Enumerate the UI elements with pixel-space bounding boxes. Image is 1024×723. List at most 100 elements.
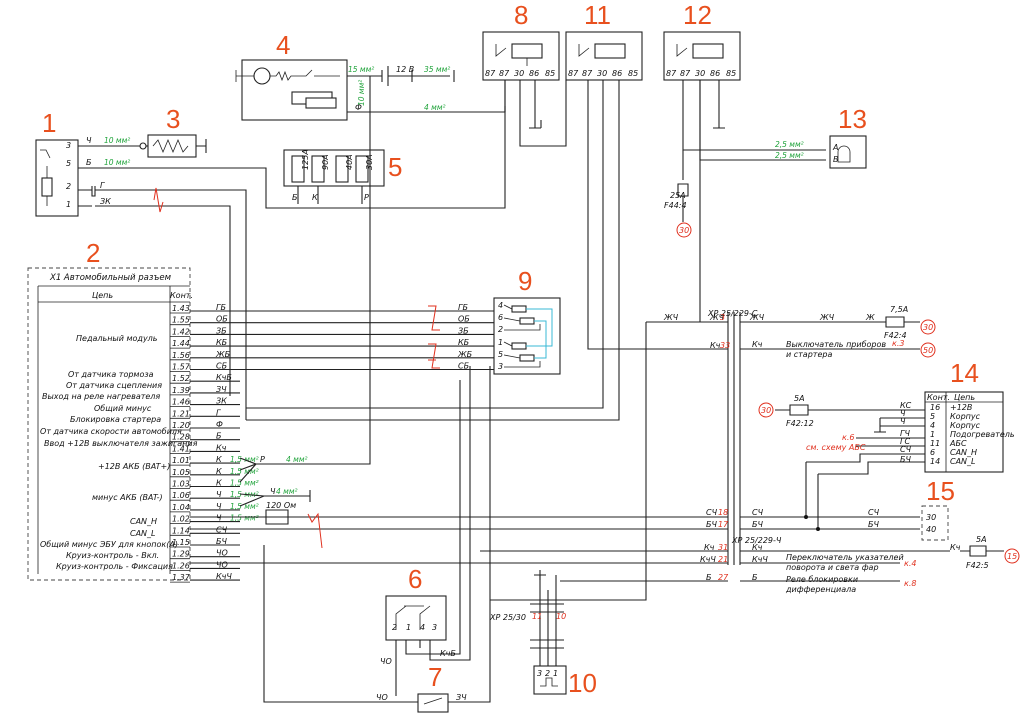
svg-text:2: 2: [392, 623, 397, 632]
svg-text:ХР 25/229-Ч: ХР 25/229-Ч: [731, 536, 782, 545]
component-number-12: 12: [683, 0, 712, 30]
component-number-2: 2: [86, 238, 100, 268]
svg-text:поворота и света фар: поворота и света фар: [786, 563, 879, 572]
component-13-socket: АВ: [829, 135, 867, 169]
component-9-pedal: 462 153: [493, 297, 561, 375]
table14-circuit: +12В: [950, 403, 972, 412]
table14-contact: 6: [930, 448, 935, 457]
svg-text:КчЧ: КчЧ: [700, 555, 716, 564]
table14-circuit: CAN_H: [950, 448, 977, 457]
svg-text:87: 87: [680, 69, 691, 78]
connector-contact: 1.20: [172, 421, 190, 430]
svg-text:От датчика тормоза: От датчика тормоза: [68, 370, 154, 379]
svg-text:Б: Б: [292, 193, 298, 202]
wire-color-label: К: [216, 467, 222, 476]
pedal-wire-label: ОБ: [458, 315, 470, 324]
pedal-wire-label: СБ: [458, 362, 470, 371]
svg-text:27: 27: [718, 573, 729, 582]
table14-contact: 5: [930, 412, 935, 421]
svg-text:ХР 25/30: ХР 25/30: [489, 613, 526, 622]
connector-contact: 1.46: [172, 398, 190, 407]
connector-contact: 1.15: [172, 538, 190, 547]
svg-text:1: 1: [498, 338, 503, 347]
wire-size-label: 1,5 мм²: [230, 467, 259, 476]
component-number-14: 14: [950, 358, 979, 388]
wire-size-label: 1,5 мм²: [230, 514, 259, 523]
svg-text:Б: Б: [86, 158, 92, 167]
component-number-3: 3: [166, 104, 180, 134]
svg-text:15: 15: [1007, 552, 1017, 561]
svg-text:Ввод +12В выключателя зажигани: Ввод +12В выключателя зажигания: [44, 439, 198, 448]
svg-text:Конт.: Конт.: [170, 291, 193, 300]
component-15: 30 40: [921, 505, 949, 541]
svg-text:Кч: Кч: [950, 543, 961, 552]
table14-contact: 14: [930, 457, 940, 466]
component-3-heater: [147, 134, 207, 158]
svg-text:86: 86: [612, 69, 622, 78]
connector-contact: 1.37: [172, 573, 191, 582]
svg-text:30: 30: [923, 323, 933, 332]
svg-text:Круиз-контроль - Фиксация: Круиз-контроль - Фиксация: [56, 562, 173, 571]
table14-contact: 4: [930, 421, 935, 430]
svg-text:5А: 5А: [794, 394, 805, 403]
svg-text:87: 87: [485, 69, 496, 78]
svg-text:40А: 40А: [345, 154, 354, 170]
svg-text:Общий минус: Общий минус: [94, 404, 152, 413]
svg-text:СЧ: СЧ: [868, 508, 880, 517]
svg-text:33: 33: [720, 341, 730, 350]
svg-text:85: 85: [545, 69, 555, 78]
svg-text:Б: Б: [752, 573, 758, 582]
connector-contact: 1.41: [172, 444, 190, 453]
svg-text:ЗК: ЗК: [100, 197, 111, 206]
svg-text:10: 10: [556, 612, 566, 621]
svg-text:Б: Б: [706, 573, 712, 582]
wire-color-label: ОБ: [216, 315, 228, 324]
svg-text:6: 6: [498, 313, 503, 322]
connector-contact: 1.28: [172, 433, 190, 442]
svg-text:ЗЧ: ЗЧ: [456, 693, 467, 702]
svg-text:10 мм²: 10 мм²: [104, 158, 130, 167]
svg-text:87: 87: [582, 69, 593, 78]
battery-12v-label: 12 В: [396, 65, 414, 74]
table14-contact: 1: [930, 430, 935, 439]
svg-text:3: 3: [537, 669, 542, 678]
svg-text:90А: 90А: [321, 154, 330, 170]
svg-text:к.3: к.3: [892, 339, 904, 348]
svg-text:ЧО: ЧО: [376, 693, 388, 702]
svg-text:7,5А: 7,5А: [890, 305, 908, 314]
svg-text:Педальный модуль: Педальный модуль: [76, 334, 158, 343]
svg-text:к.6: к.6: [842, 433, 854, 442]
svg-text:5: 5: [66, 159, 71, 168]
svg-text:4: 4: [420, 623, 425, 632]
svg-text:Цепь: Цепь: [92, 291, 113, 300]
svg-text:К: К: [312, 193, 318, 202]
connector-2: Х1 Автомобильный разъем Цепь Конт. 1.431…: [27, 267, 198, 583]
svg-text:ГЧ: ГЧ: [900, 429, 910, 438]
svg-text:Круиз-контроль - Вкл.: Круиз-контроль - Вкл.: [66, 551, 159, 560]
wire-color-label: ЧО: [216, 549, 228, 558]
svg-text:Кч: Кч: [752, 340, 763, 349]
pedal-wire-label: ГБ: [458, 303, 468, 312]
svg-text:к.8: к.8: [904, 579, 916, 588]
svg-text:+12В АКБ (BAT+): +12В АКБ (BAT+): [98, 462, 170, 471]
svg-text:F42:12: F42:12: [786, 419, 814, 428]
wire-color-label: ЗК: [216, 397, 227, 406]
wire-color-label: Ч: [216, 502, 222, 511]
wire-color-label: Г: [216, 408, 221, 417]
table14-contact: 11: [930, 439, 940, 448]
connector-contact: 1.06: [172, 491, 190, 500]
svg-text:ЖЧ: ЖЧ: [709, 313, 725, 322]
connector-contact: 1.26: [172, 561, 190, 570]
svg-text:87: 87: [499, 69, 510, 78]
svg-text:ХР 25/229-С: ХР 25/229-С: [707, 309, 758, 318]
svg-text:125А: 125А: [301, 149, 310, 170]
svg-text:СЧ: СЧ: [900, 445, 912, 454]
wire-color-label: БЧ: [216, 537, 227, 546]
svg-text:дифференциала: дифференциала: [785, 585, 856, 594]
component-number-10: 10: [568, 668, 597, 698]
svg-text:Выход на реле нагревателя: Выход на реле нагревателя: [42, 392, 160, 401]
connector-contact: 1.43: [172, 304, 190, 313]
